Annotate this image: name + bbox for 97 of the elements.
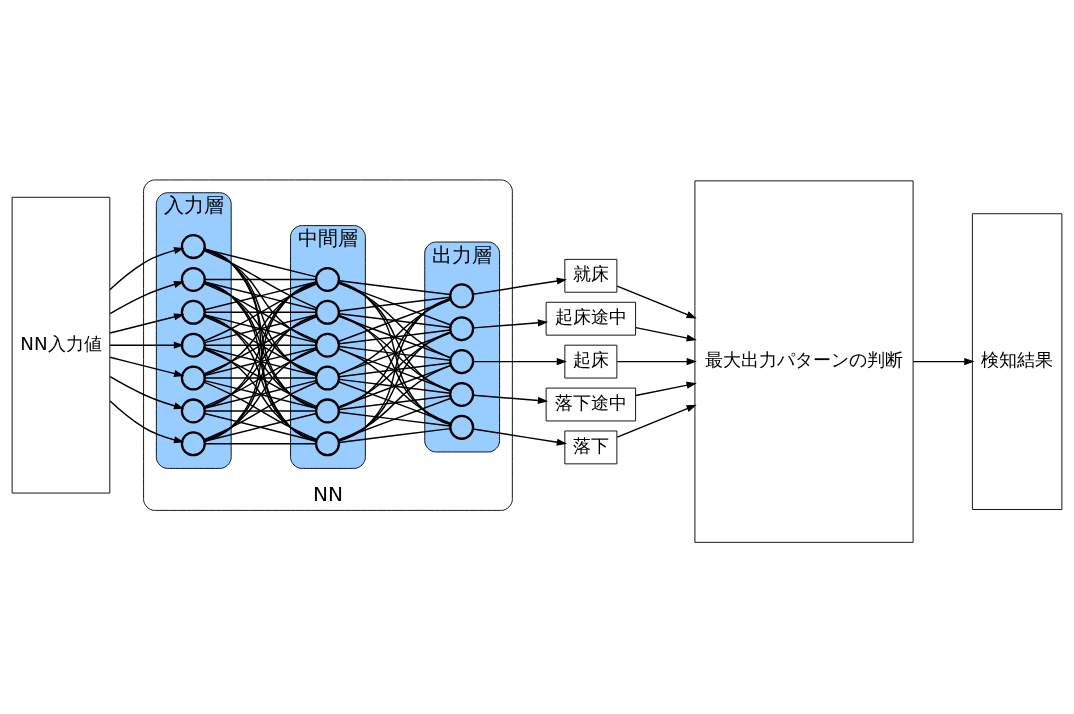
node-circle <box>180 430 206 456</box>
connector <box>337 314 452 425</box>
connector <box>338 394 451 410</box>
arrow <box>472 427 567 446</box>
connector <box>337 364 452 441</box>
arrow <box>109 375 185 409</box>
node-box: 落下途中 <box>545 387 637 421</box>
connector <box>203 247 317 442</box>
connector <box>204 376 317 379</box>
node-circle <box>314 365 341 391</box>
connector <box>203 313 317 442</box>
arrow <box>109 341 185 349</box>
connector <box>203 282 318 342</box>
connector <box>337 347 452 424</box>
node-circle <box>314 397 341 423</box>
node-box: 起床 <box>564 344 618 378</box>
connector <box>204 409 317 412</box>
connector <box>338 345 451 361</box>
connector <box>337 330 452 442</box>
arrow <box>472 318 549 329</box>
connector <box>204 278 317 280</box>
connector <box>337 281 452 392</box>
connector <box>203 346 317 376</box>
arrow <box>109 356 185 377</box>
node-circle <box>180 332 206 358</box>
node-circle <box>180 397 206 423</box>
connector <box>337 298 452 375</box>
connector <box>203 281 318 375</box>
node-circle <box>314 299 341 325</box>
arrow <box>109 280 185 314</box>
connector <box>337 380 452 424</box>
cluster: 中間層 <box>290 224 366 469</box>
arrow <box>472 276 567 295</box>
connector <box>338 295 451 312</box>
arrow <box>635 381 697 396</box>
node-circle <box>449 315 475 341</box>
connector <box>203 412 317 442</box>
connector <box>337 281 452 326</box>
connector <box>203 248 317 376</box>
connector <box>337 364 452 408</box>
connector <box>337 397 452 441</box>
node-circle <box>449 381 475 407</box>
node-box: 検知結果 <box>971 212 1063 510</box>
arrow <box>616 404 697 438</box>
connector <box>203 379 317 409</box>
node-box: 就床 <box>564 258 618 293</box>
node-circle <box>449 414 475 440</box>
node-circle <box>180 266 206 292</box>
cluster: 入力層 <box>155 191 232 469</box>
connector <box>337 297 452 409</box>
connector <box>203 247 317 409</box>
arrow <box>635 326 697 341</box>
node-box: 最大出力パターンの判断 <box>694 179 914 543</box>
connector <box>338 312 451 328</box>
node-circle <box>449 282 475 308</box>
node-circle <box>449 348 475 374</box>
node-circle <box>314 332 341 358</box>
connector <box>203 347 318 441</box>
connector <box>338 427 451 443</box>
node-box: 起床途中 <box>545 301 637 336</box>
connector <box>203 247 317 278</box>
arrow <box>616 357 697 365</box>
arrow <box>109 246 185 290</box>
connector <box>203 314 318 408</box>
connector <box>337 314 452 359</box>
connector <box>337 281 452 359</box>
arrow <box>472 357 567 365</box>
node-circle <box>180 299 206 325</box>
connector <box>338 297 452 442</box>
node-box: NN入力値 <box>11 196 111 493</box>
arrow <box>616 284 697 318</box>
connector <box>203 249 318 309</box>
node-box: 落下 <box>564 430 618 464</box>
connector <box>204 442 317 444</box>
connector <box>337 314 452 391</box>
cluster: 出力層 <box>424 241 501 452</box>
connector <box>337 331 452 408</box>
node-circle <box>180 233 206 259</box>
arrow <box>109 399 185 443</box>
connector <box>338 378 451 394</box>
connector <box>203 280 317 310</box>
connector <box>203 248 318 343</box>
connector <box>203 280 317 442</box>
connector <box>338 280 452 425</box>
arrow <box>472 394 549 404</box>
arrow <box>109 312 185 334</box>
connector <box>203 313 317 343</box>
node-circle <box>180 365 206 391</box>
node-circle <box>314 430 341 456</box>
connector <box>338 328 451 345</box>
connector <box>338 361 451 377</box>
arrow <box>912 357 975 365</box>
connector <box>204 311 317 313</box>
connector <box>204 343 317 346</box>
connector <box>338 279 451 295</box>
node-circle <box>314 266 341 292</box>
connector <box>338 411 451 427</box>
